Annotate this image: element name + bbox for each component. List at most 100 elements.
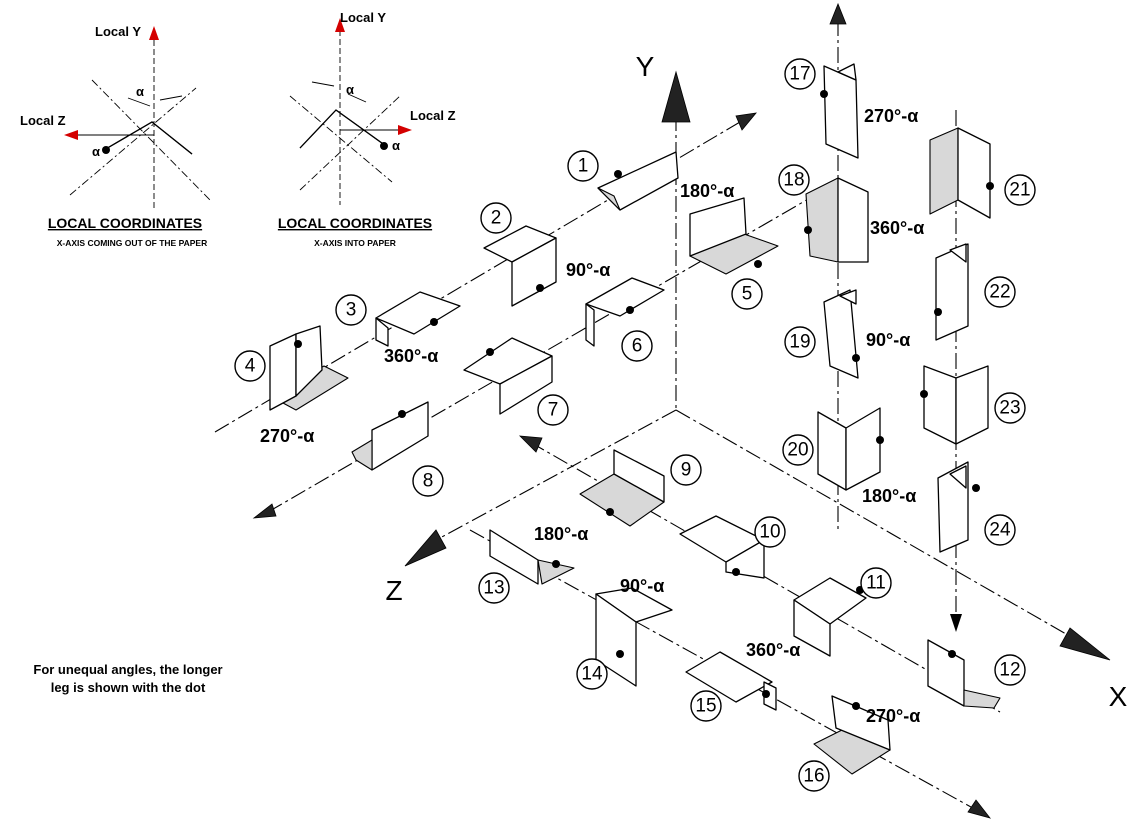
legend-right: Local Y Local Z α α LOCAL COORDINATES X-…: [278, 10, 456, 248]
angle-label: 90°-α: [866, 330, 910, 350]
angle-label: 360°-α: [384, 346, 438, 366]
axis-label-y: Y: [636, 51, 655, 82]
legend-left-local-z: Local Z: [20, 113, 66, 128]
member-number-16: 16: [798, 760, 830, 792]
member-6-angle: [585, 277, 665, 347]
legend-right-heading: LOCAL COORDINATES: [278, 215, 432, 231]
member-number-18: 18: [778, 164, 810, 196]
member-number-4: 4: [234, 350, 266, 382]
member-9-angle: [579, 449, 665, 527]
svg-text:24: 24: [989, 520, 1011, 541]
member-10-angle: [679, 515, 765, 579]
member-number-21: 21: [1004, 174, 1036, 206]
member-number-24: 24: [984, 514, 1016, 546]
member-2-angle: [483, 225, 557, 307]
svg-text:4: 4: [245, 356, 256, 377]
member-number-13: 13: [478, 572, 510, 604]
legend-left-subheading: X-AXIS COMING OUT OF THE PAPER: [57, 238, 208, 248]
number-bubbles: 1 2 3 4 5 6 7 8 9 10 11 12 13 14 15 16 1…: [234, 58, 1036, 792]
angle-labels: 180°-α 90°-α 360°-α 270°-α 180°-α 90°-α …: [260, 106, 924, 726]
member-number-10: 10: [754, 516, 786, 548]
svg-text:15: 15: [695, 696, 716, 717]
local-y-arrow-icon: [335, 18, 345, 32]
svg-text:3: 3: [346, 300, 357, 321]
svg-text:19: 19: [789, 332, 810, 353]
angle-label: 360°-α: [870, 218, 924, 238]
member-number-19: 19: [784, 326, 816, 358]
member-1-angle: [597, 151, 679, 211]
member-number-22: 22: [984, 276, 1016, 308]
angle-label: 270°-α: [866, 706, 920, 726]
angle-label: 270°-α: [864, 106, 918, 126]
member-20-angle: [817, 407, 884, 491]
member-number-12: 12: [994, 654, 1026, 686]
y-axis-cone-icon: [661, 70, 691, 123]
local-z-arrow-icon: [64, 130, 78, 140]
member-4-angle: [269, 325, 349, 411]
angle-label: 180°-α: [862, 486, 916, 506]
legend-left-alpha-top: α: [136, 84, 144, 99]
member-11-angle: [793, 577, 867, 657]
member-number-20: 20: [782, 434, 814, 466]
member-lines: [214, 2, 1001, 819]
member-number-14: 14: [576, 658, 608, 690]
axis-label-x: X: [1109, 681, 1128, 712]
svg-text:17: 17: [789, 64, 810, 85]
legend-right-alpha-top: α: [346, 82, 354, 97]
legend-left-local-y: Local Y: [95, 24, 141, 39]
svg-text:6: 6: [632, 336, 643, 357]
member-number-23: 23: [994, 392, 1026, 424]
svg-text:13: 13: [483, 578, 504, 599]
member-22-angle: [934, 243, 969, 341]
member-number-15: 15: [690, 690, 722, 722]
unequal-angle-note: For unequal angles, the longer leg is sh…: [33, 662, 222, 695]
svg-text:22: 22: [989, 282, 1010, 303]
member-19-angle: [823, 289, 860, 379]
angle-label: 270°-α: [260, 426, 314, 446]
svg-text:2: 2: [491, 208, 502, 229]
legend-right-alpha-dot: α: [392, 138, 400, 153]
svg-text:7: 7: [548, 400, 559, 421]
legend-left-alpha-dot: α: [92, 144, 100, 159]
svg-text:9: 9: [681, 460, 692, 481]
svg-text:5: 5: [742, 284, 753, 305]
svg-text:20: 20: [787, 440, 808, 461]
member-number-8: 8: [412, 465, 444, 497]
member-16-angle: [813, 695, 891, 775]
legend-right-local-y: Local Y: [340, 10, 386, 25]
member-number-2: 2: [480, 202, 512, 234]
member-8-angle: [351, 401, 429, 471]
x-axis-cone-icon: [1059, 627, 1111, 661]
legend-right-local-z: Local Z: [410, 108, 456, 123]
member-number-6: 6: [621, 330, 653, 362]
member-12-angle: [927, 639, 1001, 709]
note-line-1: For unequal angles, the longer: [33, 662, 222, 677]
svg-text:16: 16: [803, 766, 824, 787]
svg-text:21: 21: [1009, 180, 1030, 201]
member-18-angle: [804, 177, 869, 263]
svg-text:11: 11: [866, 573, 886, 594]
member-5-angle: [689, 197, 779, 275]
member-number-9: 9: [670, 454, 702, 486]
svg-text:23: 23: [999, 398, 1020, 419]
member-13-angle: [489, 529, 575, 585]
member-15-angle: [685, 651, 777, 711]
z-axis-cone-icon: [404, 529, 447, 567]
local-z-arrow-icon: [398, 125, 412, 135]
svg-text:18: 18: [783, 170, 804, 191]
axis-label-z: Z: [385, 575, 402, 606]
member-14-angle: [595, 587, 673, 687]
angle-label: 90°-α: [566, 260, 610, 280]
legend-left-heading: LOCAL COORDINATES: [48, 215, 202, 231]
angle-label: 180°-α: [680, 181, 734, 201]
member-24-angle: [937, 461, 980, 553]
member-number-11: 11: [860, 567, 892, 599]
legend-left: Local Y Local Z α α LOCAL COORDINATES X-…: [20, 24, 211, 248]
member-7-angle: [463, 337, 553, 415]
svg-text:8: 8: [423, 471, 434, 492]
angle-label: 90°-α: [620, 576, 664, 596]
svg-text:14: 14: [581, 664, 603, 685]
member-number-3: 3: [335, 294, 367, 326]
